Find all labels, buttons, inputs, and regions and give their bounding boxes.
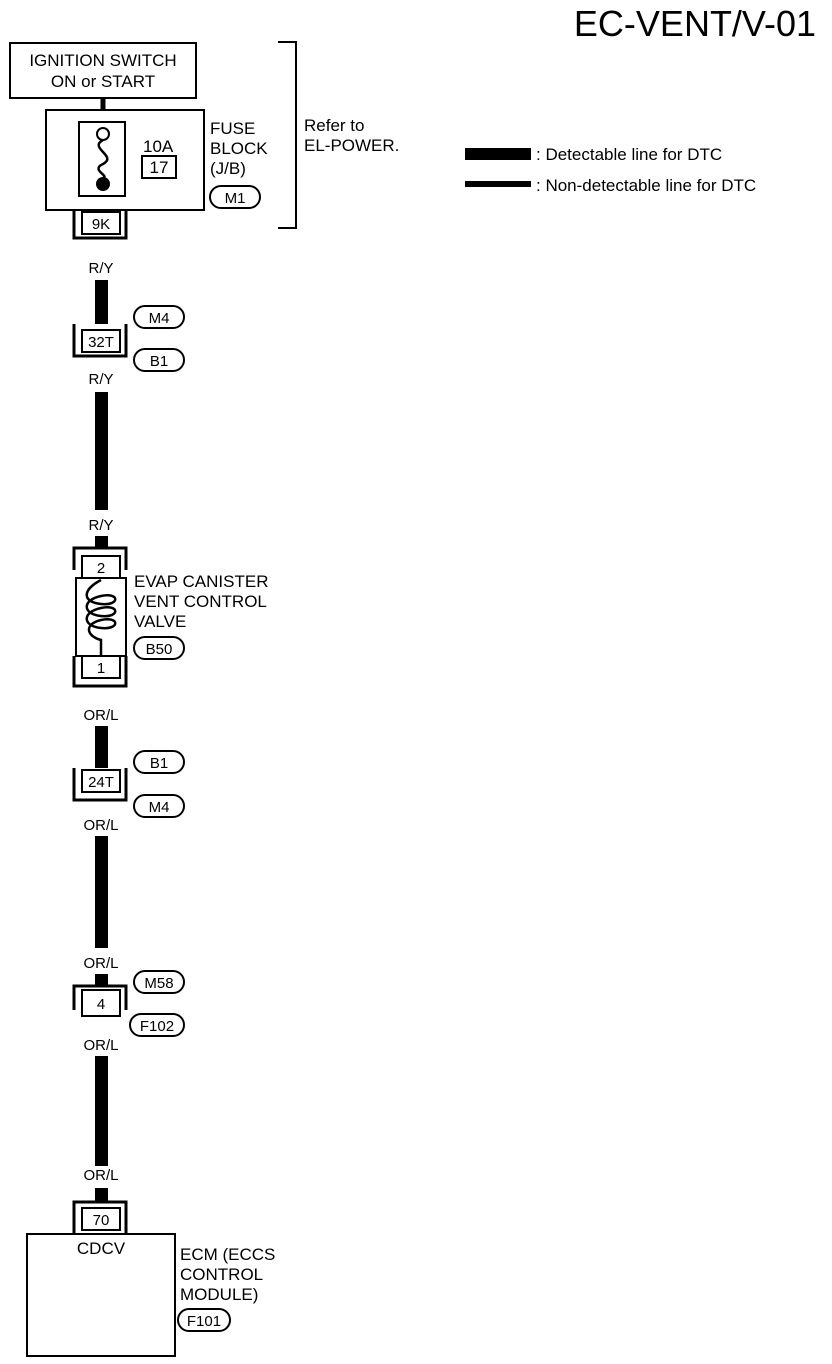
joint-24t-label: 24T: [88, 774, 114, 791]
wire-segment: [95, 280, 108, 324]
wire-color-label: OR/L: [83, 1167, 118, 1184]
joint-4-box: [81, 989, 121, 1017]
wire-color-label: OR/L: [83, 707, 118, 724]
fuse-terminal-bottom: [96, 177, 110, 191]
joint-32t-connector-bottom-id: B1: [150, 353, 168, 370]
fuse-number-box: [141, 155, 177, 179]
joint-24t-connector-top: [133, 750, 185, 774]
valve-label-3: VALVE: [134, 612, 186, 631]
wire-color-label: R/Y: [88, 260, 113, 277]
wire-segment: [95, 1188, 108, 1202]
legend-non-detectable-text: : Non-detectable line for DTC: [536, 176, 756, 195]
ecm-signal-name: CDCV: [77, 1239, 126, 1258]
ignition-switch: IGNITION SWITCH ON or START: [9, 42, 197, 99]
legend-detectable-text: : Detectable line for DTC: [536, 145, 722, 164]
joint-4-connector-top: [133, 970, 185, 994]
joint-32t-label: 32T: [88, 334, 114, 351]
joint-32t-box: [81, 329, 121, 353]
fuse-connector-id: M1: [225, 190, 246, 207]
valve-connector-badge: [133, 636, 185, 660]
fuse-label-3: (J/B): [210, 159, 246, 178]
ecm-connector-id: F101: [187, 1313, 221, 1330]
legend: : Detectable line for DTC : Non-detectab…: [465, 145, 756, 195]
joint-32t-connector-top: [133, 305, 185, 329]
joint-24t-box: [81, 769, 121, 793]
joint-4-connector-bottom-id: F102: [140, 1018, 174, 1035]
joint-32t-connector-top-id: M4: [149, 310, 170, 327]
joint-4-label: 4: [97, 996, 105, 1013]
terminal-9k-label: 9K: [92, 216, 110, 233]
joint-24t-connector-top-id: B1: [150, 755, 168, 772]
joint-4-top-bracket: [72, 984, 128, 1010]
fuse-icon: [97, 138, 109, 180]
ignition-switch-label: IGNITION SWITCH: [29, 51, 176, 70]
wire-color-label: R/Y: [88, 371, 113, 388]
joint-24t-bracket: [72, 768, 128, 802]
valve-pin-top: 2: [97, 560, 105, 577]
valve-connector-id: B50: [146, 641, 173, 658]
joint-24t-connector-bottom-id: M4: [149, 799, 170, 816]
wire-color-label: OR/L: [83, 1037, 118, 1054]
ecm-label-3: MODULE): [180, 1285, 258, 1304]
joint-24t-connector-bottom: [133, 794, 185, 818]
fuse-rating: 10A: [143, 137, 174, 156]
wire-color-label: OR/L: [83, 817, 118, 834]
joint-32t-bracket: [72, 324, 128, 358]
wire-segment: [95, 974, 108, 986]
terminal-9k-bracket: [72, 210, 128, 240]
valve-pin-bottom-box: [81, 655, 121, 679]
wire-color-label: R/Y: [88, 517, 113, 534]
wire-segment: [95, 536, 108, 548]
refer-note-2: EL-POWER.: [304, 136, 399, 155]
joint-32t-connector-bottom: [133, 348, 185, 372]
ecm-label-1: ECM (ECCS: [180, 1245, 275, 1264]
valve-bottom-bracket: [72, 656, 128, 688]
valve-label-1: EVAP CANISTER: [134, 572, 268, 591]
legend-detectable-swatch: [465, 148, 531, 160]
ignition-switch-state: ON or START: [51, 72, 155, 91]
ecm-pin: 70: [93, 1212, 110, 1229]
ecm-module: 70 CDCV ECM (ECCS CONTROL MODULE) F101: [26, 1200, 275, 1357]
joint-32t: 32T M4 B1: [72, 305, 185, 372]
fuse-block: 10A 17 FUSE BLOCK (J/B) M1: [45, 109, 268, 211]
fuse-connector-badge: [209, 185, 261, 209]
wire-color-label: OR/L: [83, 955, 118, 972]
joint-24t: 24T B1 M4: [72, 750, 185, 818]
wire-segment: [95, 1056, 108, 1166]
power-bracket: [278, 41, 297, 229]
valve-label-2: VENT CONTROL: [134, 592, 267, 611]
wire-segment: [95, 726, 108, 768]
ecm-box: [26, 1233, 176, 1357]
ecm-pin-bracket: [72, 1200, 128, 1234]
joint-4-connector-top-id: M58: [144, 975, 173, 992]
joint-4-connector-bottom: [129, 1013, 185, 1037]
fuse-label-1: FUSE: [210, 119, 255, 138]
fuse-terminal-top: [96, 127, 110, 141]
fuse-number: 17: [150, 158, 169, 177]
terminal-9k-box: [81, 211, 121, 235]
fuse-label-2: BLOCK: [210, 139, 268, 158]
valve-pin-bottom: 1: [97, 660, 105, 677]
ecm-connector-badge: [177, 1308, 231, 1332]
joint-4: 4 M58 F102: [72, 970, 185, 1037]
valve-top-bracket: [72, 546, 128, 570]
refer-note-1: Refer to: [304, 116, 364, 135]
ignition-switch-box: [9, 42, 197, 99]
fuse-element-box: [78, 121, 126, 197]
evap-vent-control-valve: 2 1 EVAP CANISTER VENT CONTROL VALVE B50: [72, 546, 268, 688]
legend-non-detectable-swatch: [465, 181, 531, 187]
wire-segment: [95, 836, 108, 948]
ecm-label-2: CONTROL: [180, 1265, 263, 1284]
solenoid-coil-icon: [85, 578, 117, 656]
wire-segment: [95, 392, 108, 510]
terminal-9k: 9K: [72, 210, 128, 240]
diagram-title: EC-VENT/V-01: [574, 3, 816, 44]
ecm-pin-box: [81, 1207, 121, 1231]
